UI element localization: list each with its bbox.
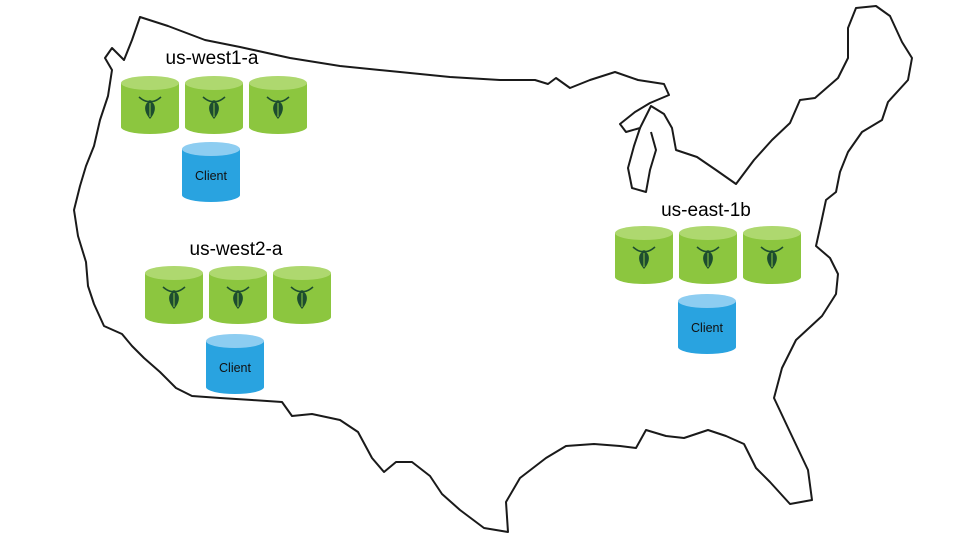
client-database-body	[678, 301, 736, 354]
client-database-top	[206, 334, 264, 348]
cockroach-node-top	[679, 226, 737, 240]
cockroach-icon	[696, 246, 720, 269]
lake-michigan	[627, 127, 657, 193]
client-database: Client	[182, 142, 240, 202]
cockroach-node	[679, 226, 737, 284]
cockroach-node-top	[249, 76, 307, 90]
cockroach-icon	[632, 246, 656, 269]
cockroach-node	[249, 76, 307, 134]
client-label: Client	[691, 321, 723, 335]
client-database-body	[182, 149, 240, 202]
cockroach-node	[185, 76, 243, 134]
cockroach-node-top	[145, 266, 203, 280]
client-database: Client	[678, 294, 736, 354]
region-label: us-west2-a	[190, 239, 283, 260]
cockroach-node	[209, 266, 267, 324]
client-label: Client	[195, 169, 227, 183]
cockroach-icon	[290, 286, 314, 309]
cockroach-node-top	[615, 226, 673, 240]
client-database-body	[206, 341, 264, 394]
client-database: Client	[206, 334, 264, 394]
cockroach-icon	[266, 96, 290, 119]
cockroach-icon	[138, 96, 162, 119]
client-label: Client	[219, 361, 251, 375]
region-label: us-west1-a	[166, 48, 259, 69]
cockroach-node-top	[185, 76, 243, 90]
regions-layer: us-west1-aClientus-west2-aClientus-east-…	[121, 48, 801, 394]
cockroach-icon	[760, 246, 784, 269]
cockroach-node	[121, 76, 179, 134]
cockroach-node	[615, 226, 673, 284]
cockroach-node	[145, 266, 203, 324]
cockroach-icon	[226, 286, 250, 309]
client-database-top	[678, 294, 736, 308]
cockroach-node	[743, 226, 801, 284]
cockroach-node-top	[121, 76, 179, 90]
cockroach-icon	[162, 286, 186, 309]
cockroach-node-top	[743, 226, 801, 240]
cockroach-node-top	[273, 266, 331, 280]
client-database-top	[182, 142, 240, 156]
cockroach-icon	[202, 96, 226, 119]
us-map-outline	[73, 5, 913, 533]
cockroach-node-top	[209, 266, 267, 280]
region-label: us-east-1b	[661, 200, 751, 221]
cockroach-node	[273, 266, 331, 324]
